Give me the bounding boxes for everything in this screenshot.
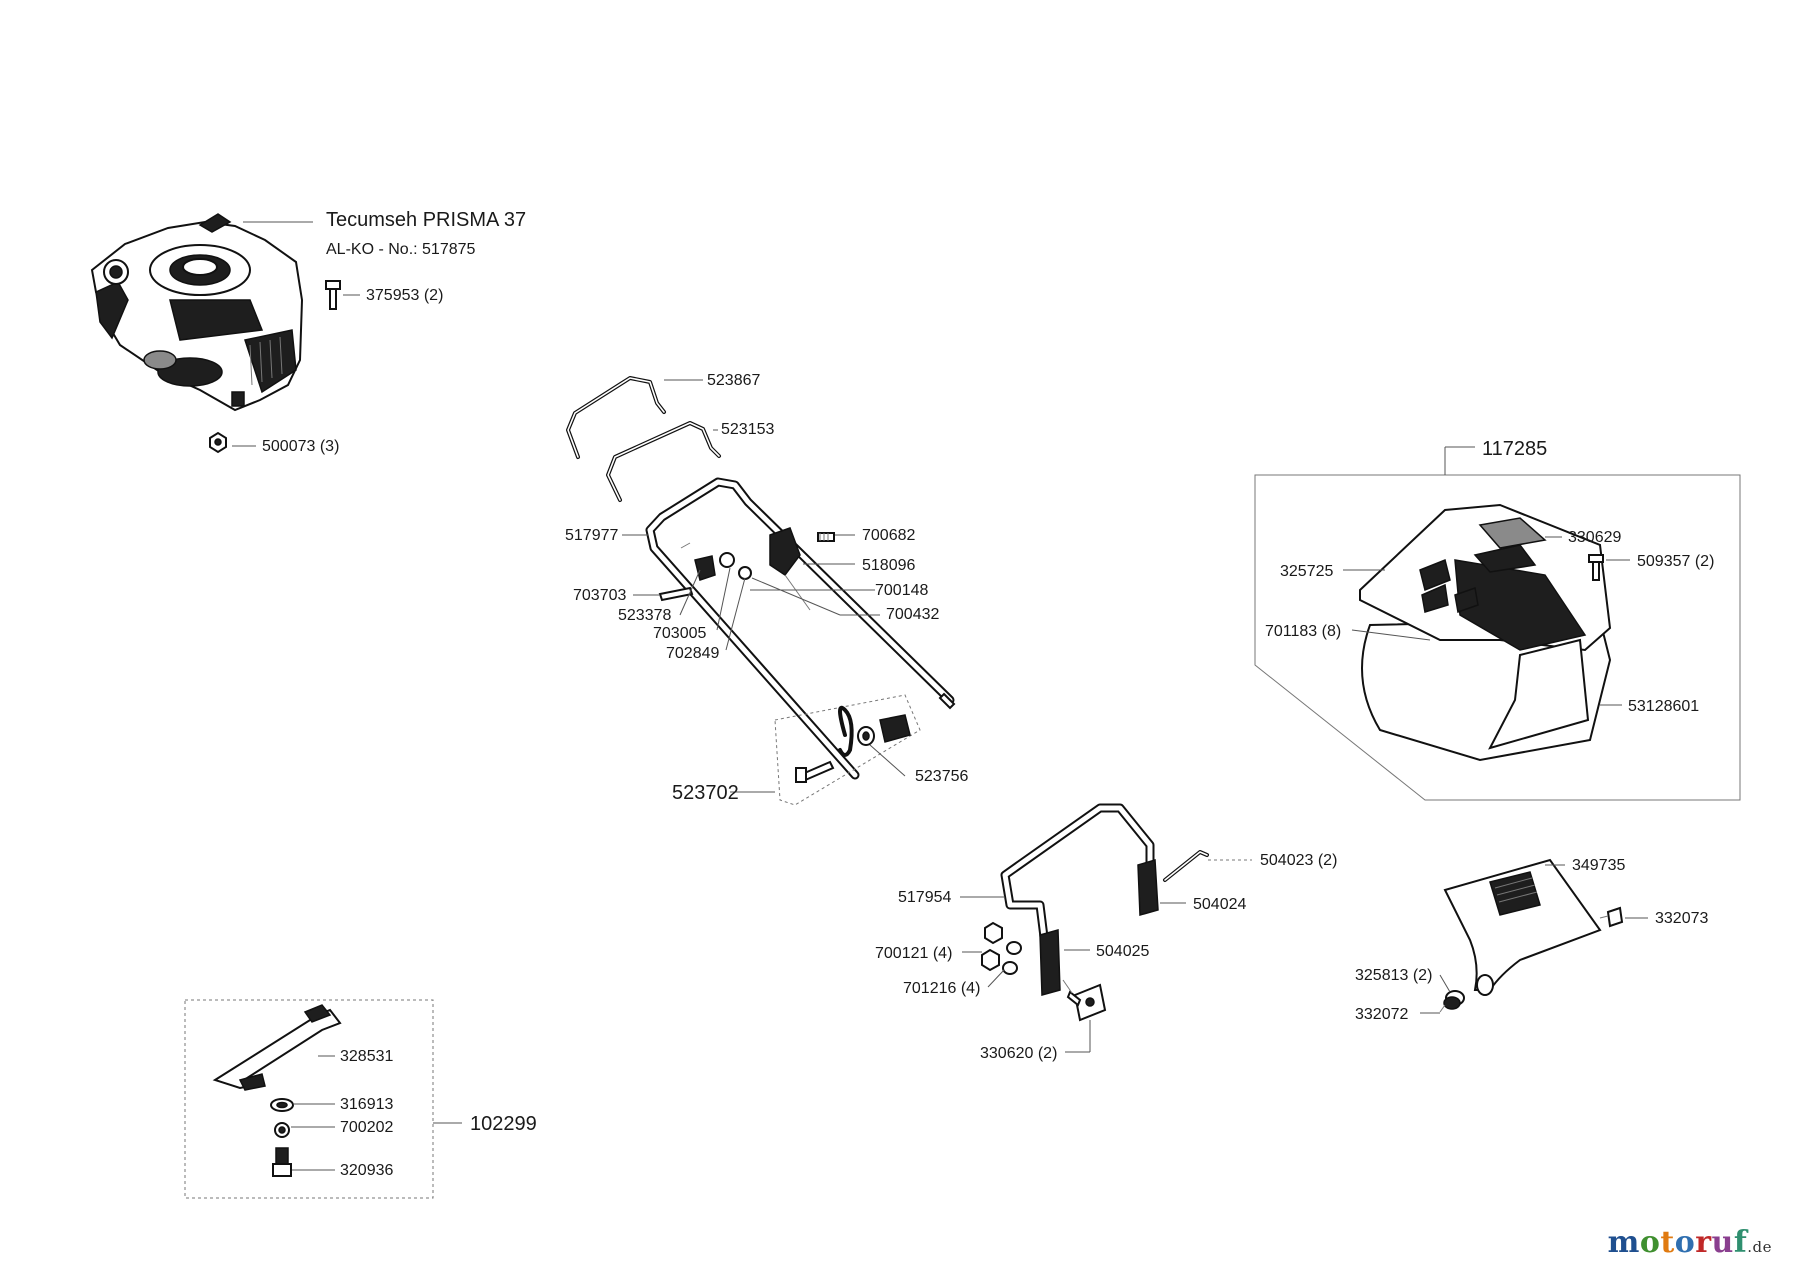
label-509357: 509357 (2): [1637, 553, 1714, 570]
label-700682: 700682: [862, 527, 915, 544]
brand-letter: r: [1695, 1225, 1712, 1260]
label-703005: 703005: [653, 625, 706, 642]
brand-letter: o: [1639, 1225, 1661, 1260]
engine-group: Tecumseh PRISMA 37 AL-KO - No.: 517875 3…: [90, 209, 526, 455]
label-117285: 117285: [1482, 438, 1547, 460]
screw-700682-drawing: [817, 532, 835, 542]
label-325813: 325813 (2): [1355, 967, 1432, 984]
nuts-700121-drawing: [981, 921, 1022, 975]
label-523867: 523867: [707, 372, 760, 389]
screw-332073-drawing: [1599, 906, 1624, 928]
blade-328531-drawing: [212, 1004, 342, 1091]
pin-504023-drawing: [1163, 850, 1209, 882]
bolt-703703-drawing: [658, 586, 694, 602]
label-703703: 703703: [573, 587, 626, 604]
engine-name: Tecumseh PRISMA 37: [326, 209, 526, 231]
brand-logo: motoruf.de: [1608, 1225, 1772, 1260]
label-523153: 523153: [721, 421, 774, 438]
brand-letter: f: [1733, 1225, 1748, 1260]
label-332073: 332073: [1655, 910, 1708, 927]
label-517977: 517977: [565, 527, 618, 544]
label-701183: 701183 (8): [1265, 623, 1341, 640]
label-332072: 332072: [1355, 1006, 1408, 1023]
leader-523378: [679, 569, 701, 616]
washer-700202-drawing: [274, 1122, 290, 1138]
label-316913: 316913: [340, 1096, 393, 1113]
label-700148: 700148: [875, 582, 928, 599]
label-349735: 349735: [1572, 857, 1625, 874]
bolt-320936-drawing: [272, 1147, 292, 1177]
kit-523702-drawing: [795, 705, 911, 783]
flap-349735-drawing: [1443, 858, 1602, 996]
label-504025: 504025: [1096, 943, 1149, 960]
upper-handle-group: 523867 523153 517977 518096 700682: [565, 372, 968, 806]
label-328531: 328531: [340, 1048, 393, 1065]
label-375953: 375953 (2): [366, 287, 443, 304]
clip-523153-drawing: [606, 421, 721, 502]
label-523378: 523378: [618, 607, 671, 624]
brand-suffix: .de: [1747, 1238, 1772, 1256]
label-325725: 325725: [1280, 563, 1333, 580]
catcher-kit-outline: [1254, 474, 1741, 801]
handle-517954-drawing: [1000, 803, 1159, 996]
leader-701183: [1351, 629, 1431, 641]
leader-700432-a: [751, 577, 841, 616]
label-504024: 504024: [1193, 896, 1246, 913]
label-701216: 701216 (4): [903, 980, 980, 997]
label-518096: 518096: [862, 557, 915, 574]
brand-letter: o: [1674, 1225, 1696, 1260]
cable-clamp-drawing: [680, 542, 752, 581]
flap-group: 349735 332073 325813 (2) 332072: [1355, 857, 1708, 1023]
leader-325813: [1439, 974, 1451, 993]
label-700202: 700202: [340, 1119, 393, 1136]
leader-523756: [869, 744, 906, 777]
brand-letter: t: [1660, 1225, 1675, 1260]
label-504023: 504023 (2): [1260, 852, 1337, 869]
engine-drawing: [90, 213, 304, 412]
blade-kit-group: 328531 316913 700202 320936 102299: [184, 999, 537, 1199]
leader-703005: [716, 567, 731, 631]
catcher-drawing: [1359, 503, 1612, 762]
kit-523702-outline: [774, 694, 921, 806]
label-500073: 500073 (3): [262, 438, 339, 455]
clip-523867-drawing: [566, 376, 666, 459]
label-517954: 517954: [898, 889, 951, 906]
leader-701216: [987, 969, 1005, 988]
brand-letter: u: [1711, 1225, 1734, 1260]
bolt-330620-drawing: [1062, 979, 1107, 1022]
leader-702849: [725, 577, 746, 651]
label-102299: 102299: [470, 1113, 537, 1135]
lower-handle-group: 517954 504023 (2) 504024 700121 (4) 5040…: [875, 803, 1337, 1062]
bolt-375953-drawing: [325, 280, 341, 310]
label-523756: 523756: [915, 768, 968, 785]
brand-letter: m: [1607, 1225, 1640, 1260]
nut-500073-drawing: [209, 431, 227, 454]
label-320936: 320936: [340, 1162, 393, 1179]
label-330620: 330620 (2): [980, 1045, 1057, 1062]
washer-316913-drawing: [270, 1098, 294, 1112]
label-330629: 330629: [1568, 529, 1621, 546]
screw-509357-drawing: [1588, 554, 1604, 581]
label-523702: 523702: [672, 782, 739, 804]
handle-517977-drawing: [645, 477, 956, 780]
engine-number: AL-KO - No.: 517875: [326, 241, 476, 258]
lever-518096-drawing: [769, 527, 811, 611]
blade-kit-outline: [184, 999, 434, 1199]
spring-325813-drawing: [1439, 990, 1465, 1013]
grass-catcher-group: 117285 330629 325725 509357 (2) 701183 (…: [1254, 438, 1741, 801]
label-700121: 700121 (4): [875, 945, 952, 962]
label-53128601: 53128601: [1628, 698, 1699, 715]
label-702849: 702849: [666, 645, 719, 662]
label-700432: 700432: [886, 606, 939, 623]
